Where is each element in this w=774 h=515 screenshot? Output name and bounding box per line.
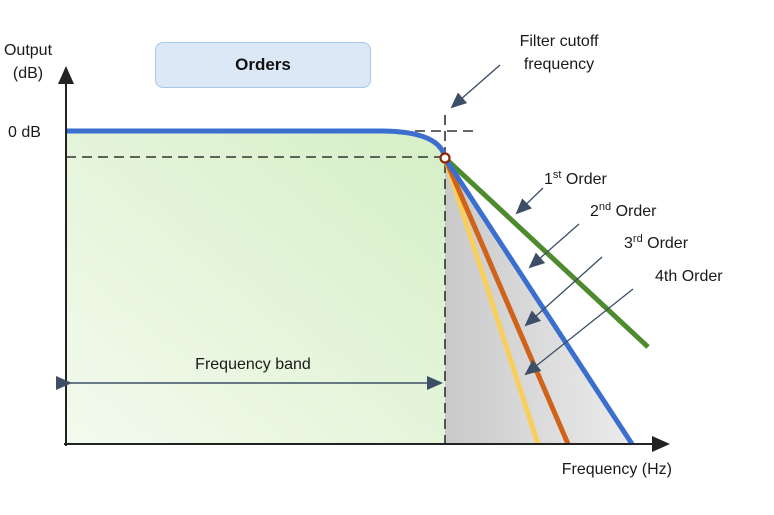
- order-3-arrow: [524, 256, 603, 327]
- cutoff-arrow: [450, 64, 501, 109]
- order-3-label: 3rd Order: [624, 233, 689, 252]
- frequency-band-label: Frequency band: [195, 356, 311, 373]
- order-4-label: 4th Order: [655, 268, 723, 285]
- y-axis-label-line2: (dB): [13, 65, 43, 82]
- zero-db-tick: 0 dB: [8, 124, 41, 141]
- cutoff-point: [439, 152, 451, 164]
- order-1-label: 1st Order: [544, 169, 607, 188]
- order-2-arrow: [528, 223, 580, 269]
- order-3-line: [442, 157, 571, 445]
- x-axis-label: Frequency (Hz): [562, 461, 672, 478]
- order-4-arrow: [524, 288, 634, 376]
- title-label: Orders: [235, 55, 291, 74]
- passband-area: [66, 131, 445, 444]
- order-1-arrow: [515, 187, 544, 215]
- y-axis-arrowhead: [58, 66, 74, 84]
- cutoff-label-line2: frequency: [524, 56, 594, 73]
- order-4-line: [442, 157, 541, 445]
- x-axis-arrowhead: [652, 436, 670, 452]
- order-2-label: 2nd Order: [590, 201, 657, 220]
- y-axis-label-line1: Output: [4, 42, 53, 59]
- title-box: Orders: [155, 42, 371, 88]
- cutoff-label-line1: Filter cutoff: [520, 33, 599, 50]
